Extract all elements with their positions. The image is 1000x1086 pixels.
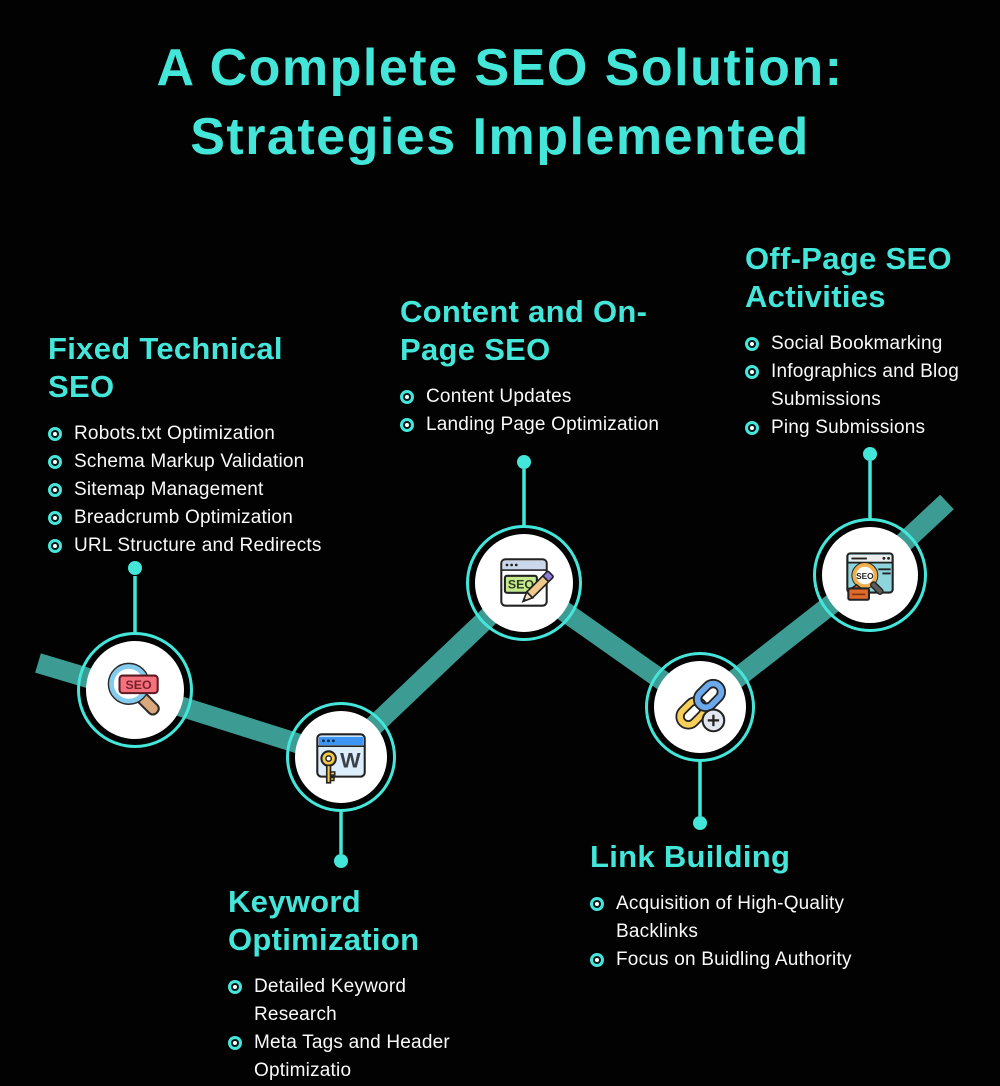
list-item: Acquisition of High-Quality Backlinks <box>590 890 868 946</box>
link-building-icon <box>654 661 746 753</box>
section-title: Fixed Technical SEO <box>48 331 283 404</box>
svg-text:SEO: SEO <box>508 578 534 592</box>
list-item: Ping Submissions <box>745 414 965 442</box>
milestone-circle-keyword: W <box>286 702 396 812</box>
page-title-line1: A Complete SEO Solution: <box>156 39 844 97</box>
target-bullet-icon <box>48 538 62 553</box>
list-item: Robots.txt Optimization <box>48 420 358 448</box>
list-item: Detailed Keyword Research <box>228 973 483 1029</box>
svg-text:SEO: SEO <box>126 678 152 692</box>
section-title: Content and On-Page SEO <box>400 294 648 367</box>
connector-lines <box>133 461 872 854</box>
target-bullet-icon <box>228 979 242 994</box>
target-bullet-icon <box>590 896 604 911</box>
content-edit-icon: SEO <box>475 534 573 632</box>
target-bullet-icon <box>400 417 414 432</box>
section-title: Keyword Optimization <box>228 884 420 957</box>
seo-search-icon: SEO <box>86 641 184 739</box>
keyword-browser-icon: W <box>295 711 387 803</box>
section-list: Content Updates Landing Page Optimizatio… <box>400 383 700 439</box>
section-list: Detailed Keyword Research Meta Tags and … <box>228 973 508 1085</box>
section-list: Acquisition of High-Quality Backlinks Fo… <box>590 890 890 974</box>
section-off-page-seo-activities: Off-Page SEO Activities Social Bookmarki… <box>745 240 980 442</box>
target-bullet-icon <box>48 454 62 469</box>
svg-text:W: W <box>340 747 361 772</box>
target-bullet-icon <box>48 510 62 525</box>
target-bullet-icon <box>48 482 62 497</box>
section-title: Off-Page SEO Activities <box>745 241 952 314</box>
target-bullet-icon <box>48 426 62 441</box>
list-item: Social Bookmarking <box>745 330 965 358</box>
section-content-on-page-seo: Content and On-Page SEO Content Updates … <box>400 293 700 439</box>
list-item: URL Structure and Redirects <box>48 532 358 560</box>
page-title-line2: Strategies Implemented <box>190 107 810 166</box>
target-bullet-icon <box>400 389 414 404</box>
section-list: Robots.txt Optimization Schema Markup Va… <box>48 420 358 560</box>
list-item: Breadcrumb Optimization <box>48 504 358 532</box>
milestone-circle-link <box>645 652 755 762</box>
list-item: Meta Tags and Header Optimizatio <box>228 1029 483 1085</box>
list-item: Content Updates <box>400 383 700 411</box>
section-keyword-optimization: Keyword Optimization Detailed Keyword Re… <box>228 883 508 1085</box>
target-bullet-icon <box>590 952 604 967</box>
section-link-building: Link Building Acquisition of High-Qualit… <box>590 838 890 974</box>
section-title: Link Building <box>590 839 791 874</box>
milestone-circle-technical: SEO <box>77 632 193 748</box>
milestone-circle-content: SEO <box>466 525 582 641</box>
section-fixed-technical-seo: Fixed Technical SEO Robots.txt Optimizat… <box>48 330 358 560</box>
list-item: Infographics and Blog Submissions <box>745 358 965 414</box>
section-list: Social Bookmarking Infographics and Blog… <box>745 330 980 442</box>
milestone-circle-offpage: SEO <box>813 518 927 632</box>
list-item: Focus on Buidling Authority <box>590 946 868 974</box>
offpage-analysis-icon: SEO <box>822 527 918 623</box>
list-item: Schema Markup Validation <box>48 448 358 476</box>
list-item: Landing Page Optimization <box>400 411 700 439</box>
page-title: A Complete SEO Solution: Strategies Impl… <box>0 34 1000 171</box>
target-bullet-icon <box>745 364 759 379</box>
connector-dots <box>128 447 877 868</box>
list-item: Sitemap Management <box>48 476 358 504</box>
target-bullet-icon <box>745 336 759 351</box>
target-bullet-icon <box>745 420 759 435</box>
target-bullet-icon <box>228 1035 242 1050</box>
svg-text:SEO: SEO <box>856 572 874 581</box>
